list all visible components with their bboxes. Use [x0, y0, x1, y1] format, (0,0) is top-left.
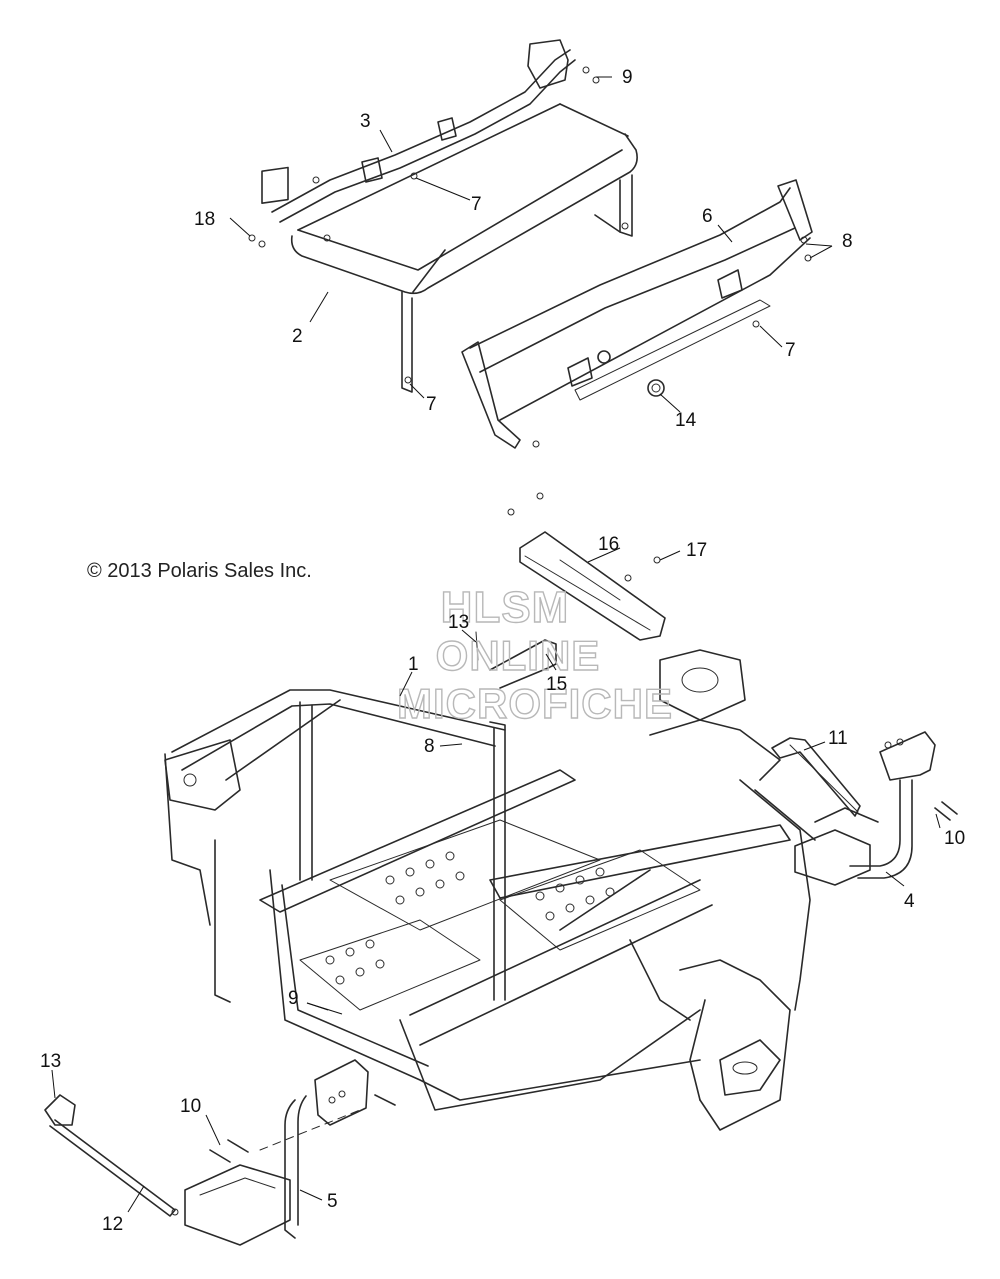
callout-15: 15: [546, 674, 567, 695]
part-step-5: [184, 1059, 396, 1246]
leader-lines: [51, 76, 941, 1213]
callout-13-left: 13: [40, 1051, 61, 1072]
callout-11: 11: [828, 728, 848, 749]
callout-17: 17: [686, 540, 707, 561]
callout-10-right: 10: [944, 828, 965, 849]
callout-4: 4: [904, 891, 915, 912]
callout-1: 1: [408, 654, 419, 675]
watermark-line3: MICROFICHE: [397, 680, 673, 727]
part-crossbar-12: [44, 1094, 179, 1217]
part-step-4: [794, 731, 958, 886]
callout-5: 5: [327, 1191, 338, 1212]
floor-perforations: [325, 851, 615, 985]
callout-8-top: 8: [842, 231, 853, 252]
part-bracket-16: [519, 531, 666, 641]
callout-labels: 1 2 3 4 5 6 7 7 7 8 8 9 9 10 10 11 12 13…: [40, 67, 965, 1235]
callout-9-top: 9: [622, 67, 633, 88]
part-loose-fasteners: [507, 492, 661, 582]
part-crossbar-11: [771, 737, 861, 817]
callout-18: 18: [194, 209, 215, 230]
copyright-text: © 2013 Polaris Sales Inc.: [87, 560, 312, 582]
part-main-frame: [164, 649, 816, 1131]
callout-12: 12: [102, 1214, 123, 1235]
part-seat-frame: [248, 39, 638, 393]
callout-3: 3: [360, 111, 371, 132]
callout-7-right: 7: [785, 340, 796, 361]
part-seat-support: [461, 179, 813, 449]
callout-7-left: 7: [426, 394, 437, 415]
callout-10-left: 10: [180, 1096, 201, 1117]
callout-16: 16: [598, 534, 619, 555]
watermark-line2: ONLINE: [436, 632, 601, 679]
callout-13-center: 13: [448, 612, 469, 633]
callout-8-center: 8: [424, 736, 435, 757]
callout-6: 6: [702, 206, 713, 227]
callout-14: 14: [675, 410, 697, 431]
part-bracket-15: [475, 631, 557, 689]
watermark-line1: HLSM: [441, 583, 570, 632]
callout-2: 2: [292, 326, 303, 347]
callout-9-bottom: 9: [288, 988, 299, 1009]
watermark: HLSM ONLINE MICROFICHE: [396, 582, 673, 727]
callout-7-top: 7: [471, 194, 482, 215]
